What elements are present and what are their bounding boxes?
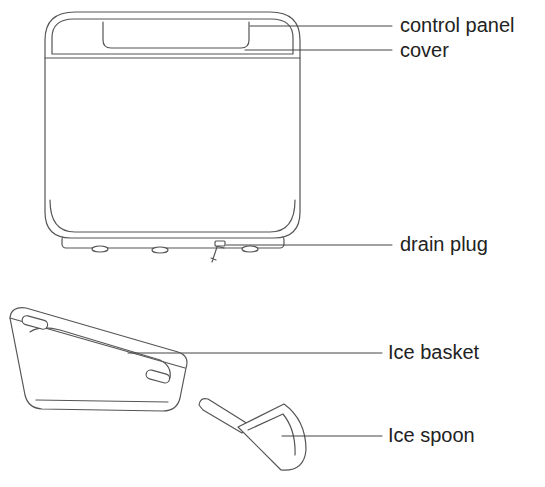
foot [92,246,108,252]
leader-line [226,245,392,246]
part-label: control panel [400,14,515,37]
control-panel [103,22,249,48]
part-label: cover [400,39,449,62]
ice-spoon [199,399,306,471]
spoon-scoop [238,404,306,470]
part-label: Ice spoon [388,424,475,447]
ice-basket [10,308,187,411]
housing [45,12,300,238]
cover [52,19,293,54]
drain-plug-head [215,241,225,246]
foot [152,247,168,253]
leader-line [250,26,392,27]
basket-body [10,308,187,411]
leader-line [245,50,392,51]
part-label: Ice basket [388,341,479,364]
basket-bottom [36,400,168,402]
leader-line [128,353,382,354]
lid-seam [45,57,300,58]
leader-line [282,436,382,437]
spoon-inner [248,414,295,455]
drain-plug [211,244,224,262]
housing-edge [50,200,295,232]
foot [242,246,258,252]
basket-handle [145,369,171,384]
part-label: drain plug [400,233,488,256]
basket-handle [21,315,48,330]
